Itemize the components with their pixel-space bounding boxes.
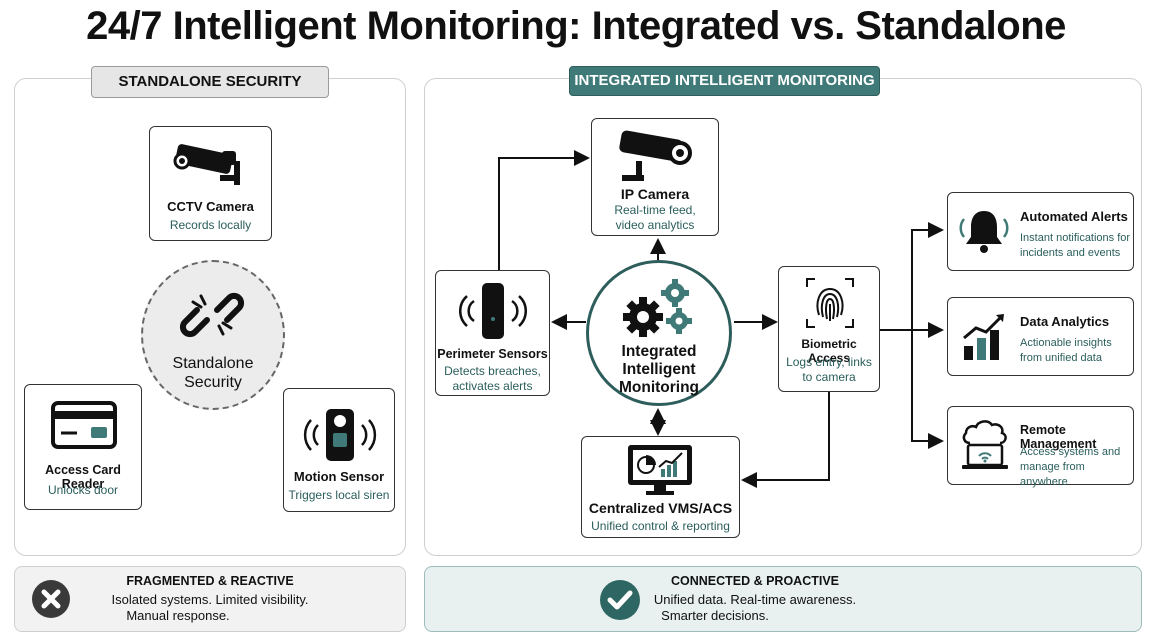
standalone-summary-title: FRAGMENTED & REACTIVE: [126, 574, 294, 588]
data-analytics-card: Data Analytics Actionable insights from …: [947, 297, 1134, 376]
check-circle-icon: [600, 580, 640, 620]
ip-camera-card: IP Camera Real-time feed, video analytic…: [591, 118, 719, 236]
motion-sensor-card: Motion Sensor Triggers local siren: [283, 388, 395, 512]
access-card-reader-card: Access Card Reader Unlocks door: [24, 384, 142, 510]
biometric-title: Biometric Access: [801, 337, 857, 365]
integrated-summary-line2: Smarter decisions.: [661, 608, 769, 623]
access-card-desc: Unlocks door: [47, 483, 119, 497]
vms-title: Centralized VMS/ACS: [588, 500, 733, 516]
perimeter-sensors-card: Perimeter Sensors Detects breaches, acti…: [435, 270, 550, 396]
standalone-tab: STANDALONE SECURITY: [91, 66, 329, 98]
perimeter-sensors-title: Perimeter Sensors: [437, 347, 548, 361]
motion-sensor-desc: Triggers local siren: [288, 488, 390, 502]
biometric-desc: Logs entry, links to camera: [786, 355, 872, 384]
bar-chart-icon: [963, 314, 1004, 360]
access-card-title: Access Card Reader: [45, 463, 121, 491]
integrated-hub-circle: Integrated Intelligent Monitoring: [586, 260, 732, 406]
gears-icon: [623, 279, 692, 337]
motion-sensor-title: Motion Sensor: [293, 469, 385, 484]
hub-label: Integrated Intelligent Monitoring: [618, 343, 700, 396]
broken-link-icon: [179, 292, 245, 338]
cloud-laptop-icon: [962, 420, 1008, 469]
perimeter-sensor-icon: [458, 283, 528, 339]
remote-title: Remote Management: [1020, 423, 1097, 451]
ip-camera-title: IP Camera: [620, 186, 690, 202]
access-card-icon: [51, 401, 117, 449]
standalone-center-circle: Standalone Security: [141, 260, 285, 410]
integrated-tab: INTEGRATED INTELLIGENT MONITORING: [569, 66, 880, 96]
biometric-access-card: Biometric Access Logs entry, links to ca…: [778, 266, 880, 392]
x-circle-icon: [32, 580, 70, 618]
cctv-camera-title: CCTV Camera: [167, 199, 254, 214]
remote-desc: Access systems and manage from anywhere: [1020, 446, 1121, 488]
integrated-summary: CONNECTED & PROACTIVE Unified data. Real…: [424, 566, 1142, 632]
analytics-desc: Actionable insights from unified data: [1020, 337, 1112, 364]
ip-camera-icon: [619, 130, 692, 181]
motion-sensor-icon: [303, 409, 377, 461]
integrated-summary-title: CONNECTED & PROACTIVE: [670, 574, 840, 588]
analytics-title: Data Analytics: [1020, 314, 1110, 329]
integrated-summary-line1: Unified data. Real-time awareness.: [653, 592, 857, 607]
ip-camera-desc: Real-time feed, video analytics: [614, 203, 696, 232]
standalone-summary-line2: Manual response.: [126, 608, 230, 623]
page-title: 24/7 Intelligent Monitoring: Integrated …: [86, 4, 1066, 48]
bell-icon: [959, 211, 1009, 253]
cctv-camera-card: CCTV Camera Records locally: [149, 126, 272, 241]
remote-management-card: Remote Management Access systems and man…: [947, 406, 1134, 488]
cctv-camera-icon: [173, 144, 240, 185]
alerts-desc: Instant notifications for incidents and …: [1020, 232, 1131, 259]
fingerprint-icon: [806, 278, 854, 328]
centralized-vms-card: Centralized VMS/ACS Unified control & re…: [581, 436, 740, 538]
perimeter-sensors-desc: Detects breaches, activates alerts: [444, 364, 541, 393]
cctv-camera-desc: Records locally: [169, 218, 252, 232]
standalone-summary: FRAGMENTED & REACTIVE Isolated systems. …: [14, 566, 406, 632]
automated-alerts-card: Automated Alerts Instant notifications f…: [947, 192, 1134, 271]
alerts-title: Automated Alerts: [1020, 209, 1128, 224]
monitor-icon: [628, 445, 692, 495]
standalone-summary-line1: Isolated systems. Limited visibility.: [111, 592, 309, 607]
standalone-center-label: Standalone Security: [172, 355, 254, 391]
vms-desc: Unified control & reporting: [591, 519, 730, 533]
